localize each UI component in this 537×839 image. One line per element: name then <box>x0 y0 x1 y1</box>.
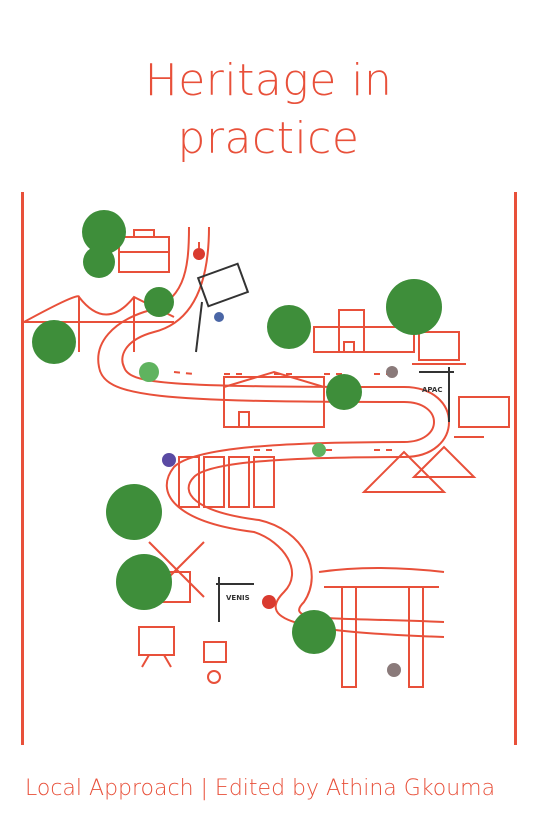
winding-road <box>97 226 450 638</box>
venis-sign <box>216 577 254 622</box>
tools-icon <box>203 641 227 684</box>
title-line-1: Heritage in <box>144 55 393 106</box>
pyramids-icon <box>361 445 477 493</box>
people-figures <box>139 248 401 677</box>
castle-wall-icon <box>313 309 415 353</box>
heritage-path-illustration: APAC VENIS <box>24 210 510 688</box>
apac-sign <box>419 367 454 422</box>
venis-sign-label: VENIS <box>226 594 250 602</box>
basketball-hoop-icon <box>195 262 250 353</box>
footer-credit: Local Approach | Edited by Athina Gkouma <box>25 776 496 801</box>
book-title: Heritage in practice <box>0 52 537 168</box>
torii-gate-icon <box>318 567 445 688</box>
frame-left-line <box>21 192 24 745</box>
ruins-icon <box>178 456 275 508</box>
museum-building-icon <box>223 370 325 428</box>
title-line-2: practice <box>177 113 360 164</box>
computer-monitor-icon <box>454 396 510 438</box>
laptop-icon <box>412 331 466 365</box>
apac-sign-label: APAC <box>422 386 442 394</box>
frame-right-line <box>514 192 517 745</box>
tree-icon <box>32 210 442 654</box>
easel-icon <box>138 626 175 668</box>
toolbox-icon <box>118 229 170 273</box>
